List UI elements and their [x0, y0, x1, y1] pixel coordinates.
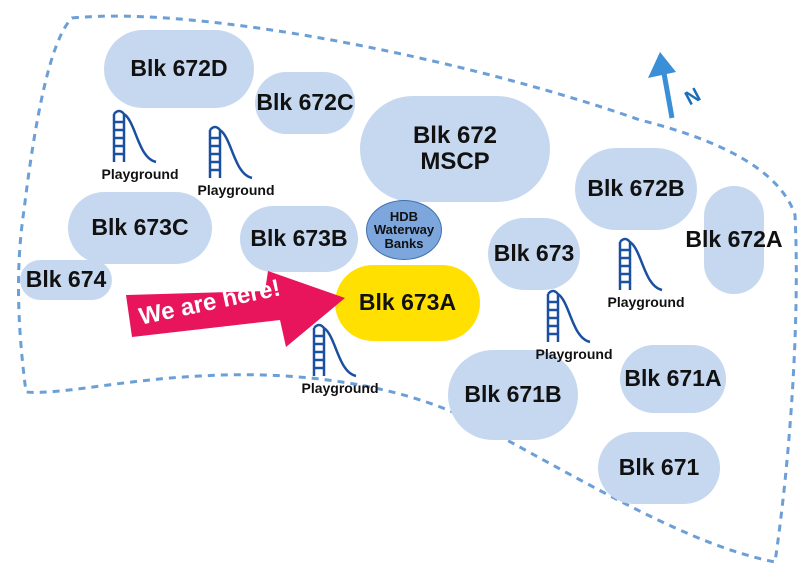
block-673a-current-location: Blk 673A	[335, 265, 480, 341]
playground-slide-icon	[546, 289, 591, 344]
playground-slide-icon	[208, 125, 253, 180]
block-672a: Blk 672A	[685, 186, 783, 294]
red-arrow-icon	[126, 271, 345, 347]
block-673c: Blk 673C	[68, 192, 212, 264]
block-673: Blk 673	[488, 218, 580, 290]
hdb-waterway-banks: HDB Waterway Banks	[366, 200, 442, 260]
you-are-here-marker: We are here!	[120, 265, 350, 350]
block-671b: Blk 671B	[448, 350, 578, 440]
playground-marker: Playground	[90, 108, 190, 188]
block-672-mscp: Blk 672 MSCP	[360, 96, 550, 202]
playground-marker: Playground	[524, 288, 624, 368]
playground-marker: Playground	[290, 322, 390, 402]
block-672b: Blk 672B	[575, 148, 697, 230]
block-671: Blk 671	[598, 432, 720, 504]
playground-marker: Playground	[186, 124, 286, 204]
north-indicator: N	[640, 48, 720, 128]
playground-slide-icon	[112, 109, 157, 164]
block-674: Blk 674	[20, 260, 112, 300]
block-672c: Blk 672C	[255, 72, 355, 134]
block-673b: Blk 673B	[240, 206, 358, 272]
north-arrow-icon	[648, 52, 676, 119]
playground-slide-icon	[312, 323, 357, 378]
playground-marker: Playground	[596, 236, 696, 316]
block-672d: Blk 672D	[104, 30, 254, 108]
playground-slide-icon	[618, 237, 663, 292]
block-671a: Blk 671A	[620, 345, 726, 413]
